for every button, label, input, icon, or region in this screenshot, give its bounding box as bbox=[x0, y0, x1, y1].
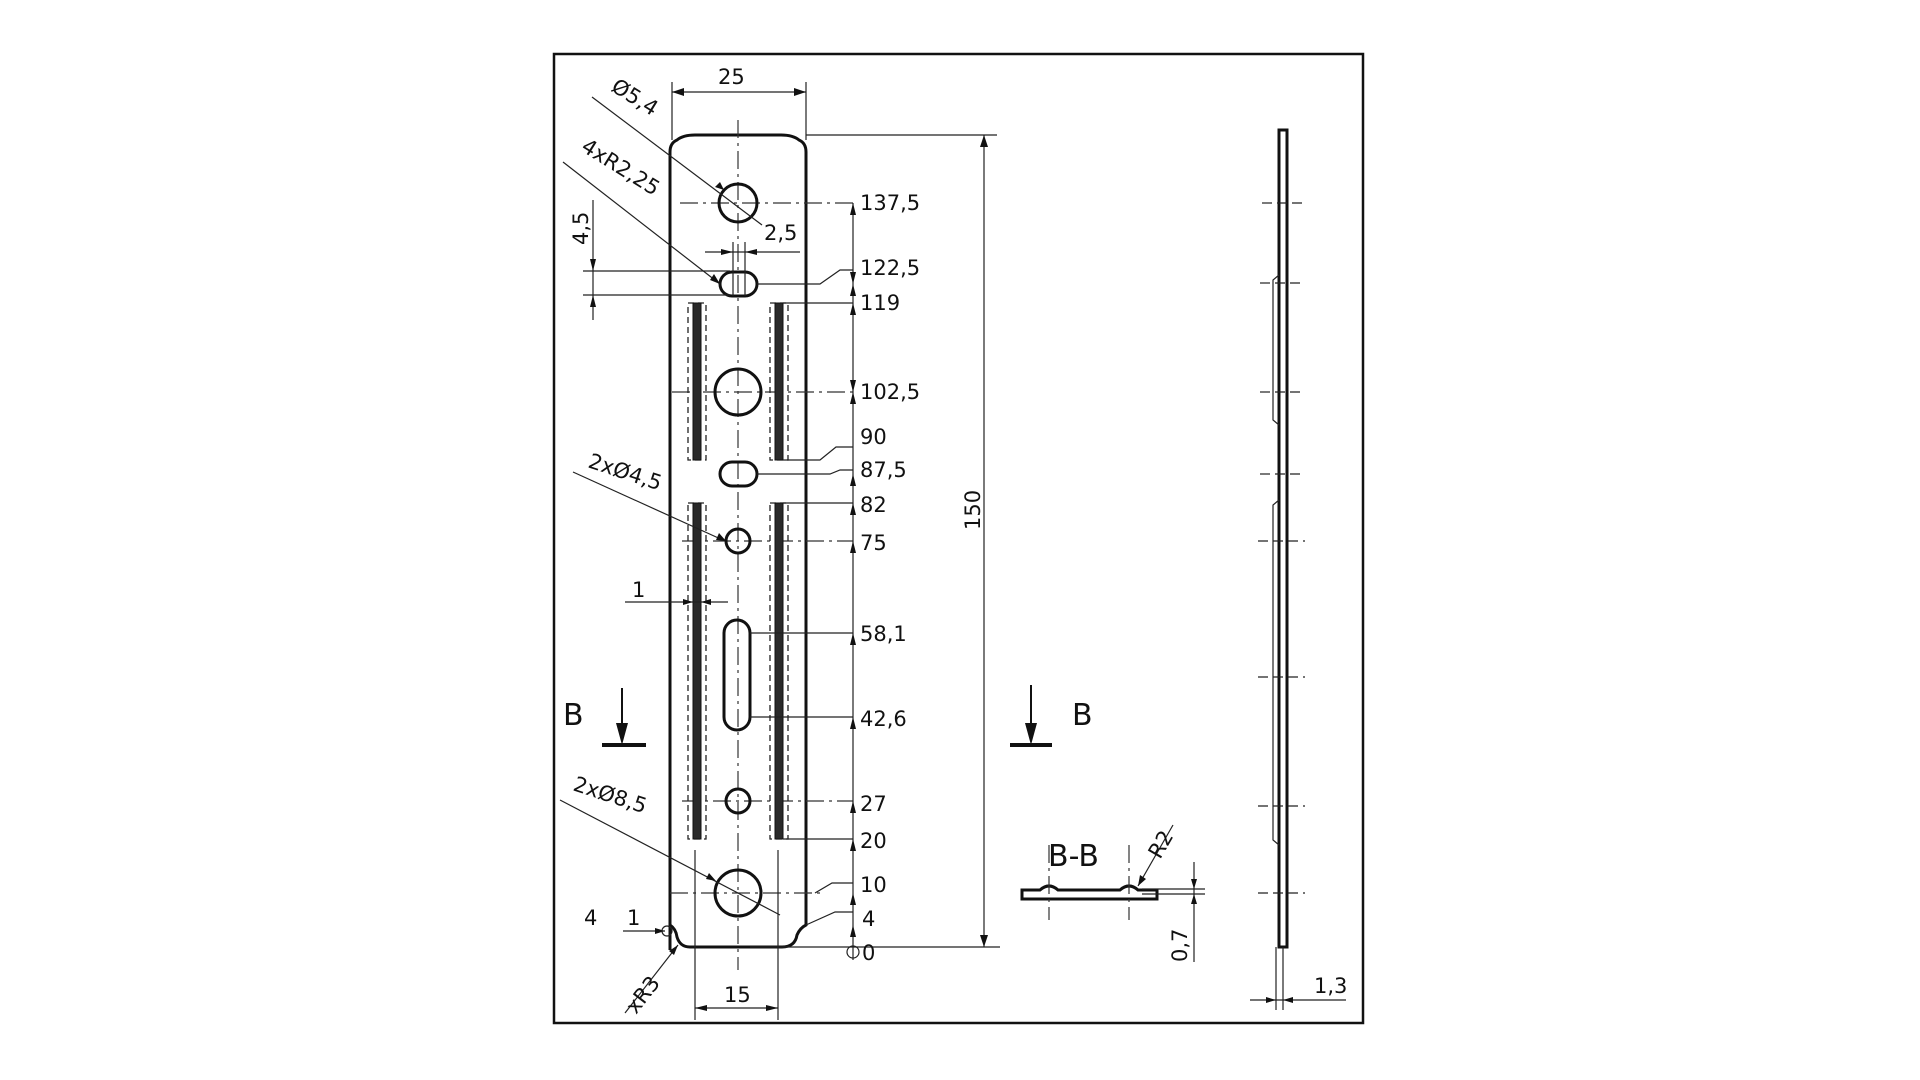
ordinate-label: 0 bbox=[862, 941, 875, 965]
corner-dim-b: 1 bbox=[627, 906, 640, 930]
corner-radius-label: xR3 bbox=[621, 971, 665, 1018]
section-radius-label: R2 bbox=[1144, 826, 1179, 862]
ordinate-label: 20 bbox=[860, 829, 887, 853]
ordinate-label: 90 bbox=[860, 425, 887, 449]
width-dim-label: 25 bbox=[718, 65, 745, 89]
rib-width-dim: 1 bbox=[632, 578, 645, 602]
ordinate-label: 58,1 bbox=[860, 622, 907, 646]
ordinate-label: 119 bbox=[860, 291, 900, 315]
ordinate-label: 122,5 bbox=[860, 256, 920, 280]
hole-d8-5-bottom bbox=[713, 868, 763, 918]
ordinate-label: 10 bbox=[860, 873, 887, 897]
drawing-frame bbox=[552, 52, 1365, 1025]
section-depth-dim: 0,7 bbox=[1168, 929, 1192, 962]
dimension-lines bbox=[559, 82, 1000, 1020]
small-holes-label: 2xØ4,5 bbox=[585, 449, 664, 495]
ordinate-label: 75 bbox=[860, 531, 887, 555]
hole-d4-5-bottom bbox=[724, 787, 752, 815]
section-marker-left: B bbox=[563, 688, 646, 747]
slot-radius-label: 4xR2,25 bbox=[577, 134, 664, 201]
ordinate-label: 42,6 bbox=[860, 707, 907, 731]
corner-dim-a: 4 bbox=[584, 906, 597, 930]
ordinate-labels: 137,5 122,5 119 102,5 90 87,5 82 75 58,1… bbox=[860, 191, 920, 965]
hole-d5-4 bbox=[717, 182, 759, 224]
total-height-dim: 150 bbox=[961, 490, 985, 530]
front-view bbox=[668, 120, 853, 970]
ordinate-label: 27 bbox=[860, 792, 887, 816]
slot-height-dim: 4,5 bbox=[569, 212, 593, 245]
side-thickness-dim: 1,3 bbox=[1314, 974, 1347, 998]
slot-long bbox=[722, 618, 752, 732]
ribs bbox=[687, 302, 789, 840]
section-view-bb: B-B R2 0,7 bbox=[1020, 824, 1205, 962]
hole-top-label: Ø5,4 bbox=[607, 74, 662, 121]
ordinate-label: 102,5 bbox=[860, 380, 920, 404]
section-title: B-B bbox=[1048, 839, 1099, 874]
plate-outline bbox=[668, 133, 808, 950]
ordinate-label: 4 bbox=[862, 907, 875, 931]
side-view: 1,3 bbox=[1250, 128, 1347, 1010]
bottom-width-dim: 15 bbox=[724, 983, 751, 1007]
hole-d8-5-top bbox=[713, 367, 763, 417]
section-letter: B bbox=[1072, 698, 1093, 733]
ordinate-label: 82 bbox=[860, 493, 887, 517]
section-marker-right: B bbox=[1010, 685, 1093, 747]
slot-offset-dim: 2,5 bbox=[764, 221, 797, 245]
section-letter: B bbox=[563, 698, 584, 733]
ordinate-label: 87,5 bbox=[860, 458, 907, 482]
ordinate-label: 137,5 bbox=[860, 191, 920, 215]
